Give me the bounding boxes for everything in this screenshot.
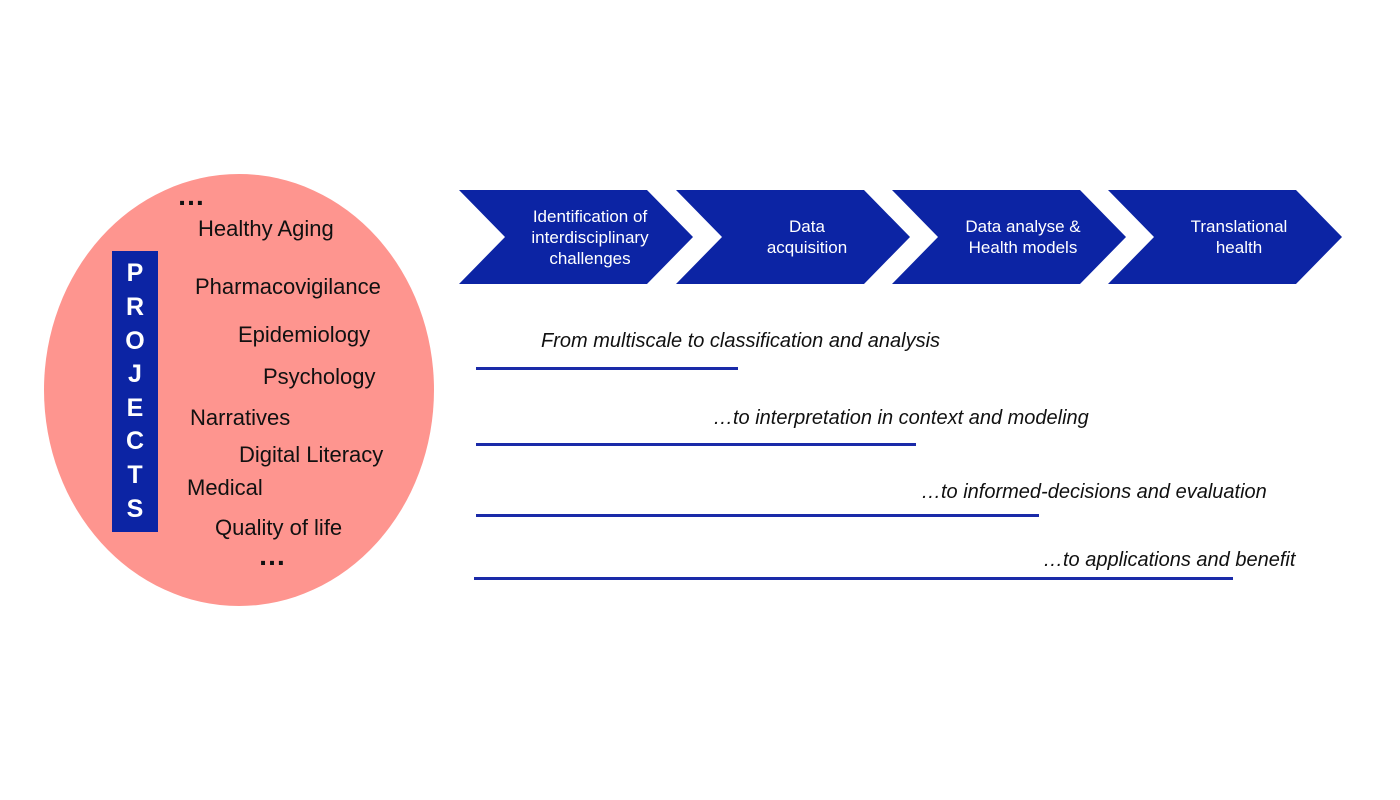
projects-ellipse [44,174,434,606]
process-step-3: Data analyse & Health models [892,190,1126,284]
step-text: Data analyse & [965,217,1081,236]
progress-line-4 [474,577,1233,580]
statement-2: …to interpretation in context and modeli… [713,407,1089,429]
chevron-shape [892,190,1126,284]
process-step-2: Data acquisition [676,190,910,284]
chevron-shape [1108,190,1342,284]
bottom-ellipsis: … [258,540,287,571]
project-item: Pharmacovigilance [195,274,381,299]
project-item: Medical [187,475,263,500]
project-item: Digital Literacy [239,442,384,467]
projects-letter: O [125,326,145,355]
step-text: Data [789,217,825,236]
project-item: Narratives [190,405,291,430]
step-text: Identification of [532,206,648,226]
projects-letter: R [125,292,145,321]
projects-letter: T [127,461,143,490]
projects-letter: J [128,360,142,389]
project-item: Healthy Aging [198,216,334,241]
step-text: challenges [549,248,631,268]
projects-label: P R O J E C T S [112,251,158,532]
chevron-shape [459,190,693,284]
chevron-shape [676,190,910,284]
project-item: Quality of life [215,515,343,540]
step-text: health [1215,238,1263,257]
projects-letter: C [125,427,145,456]
progress-line-3 [476,514,1039,517]
projects-letter: P [126,259,144,288]
step-text: acquisition [766,238,848,257]
project-item: Psychology [263,364,376,389]
projects-letter: S [126,494,144,523]
projects-letter: E [126,393,144,422]
statement-3: …to informed-decisions and evaluation [921,481,1267,503]
step-text: interdisciplinary [531,227,649,247]
statement-4: …to applications and benefit [1043,549,1296,571]
step-text: Translational [1190,217,1288,236]
process-step-4: Translational health [1108,190,1342,284]
statement-1: From multiscale to classification and an… [541,330,941,352]
step-text: Health models [968,238,1078,257]
progress-line-1 [476,367,738,370]
progress-line-2 [476,443,916,446]
project-item: Epidemiology [238,322,371,347]
top-ellipsis: … [177,180,206,211]
